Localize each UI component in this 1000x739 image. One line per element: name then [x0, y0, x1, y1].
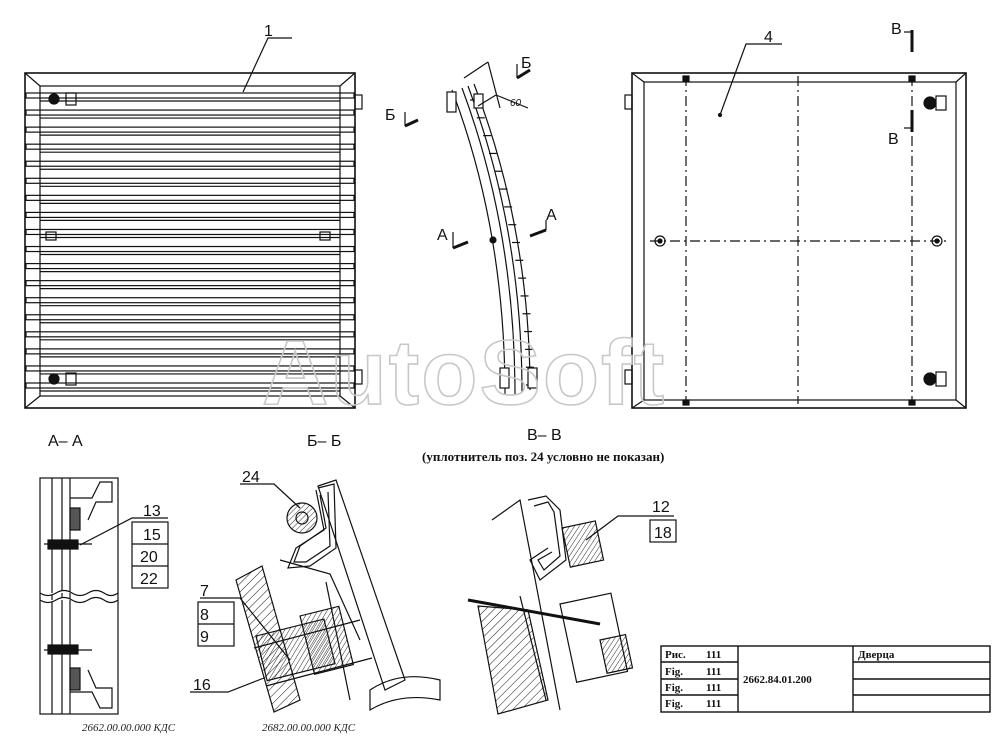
section-title-b-b: Б– Б — [307, 433, 341, 450]
louver-slat — [25, 262, 355, 270]
louver-slat — [25, 314, 355, 321]
seal-note: (уплотнитель поз. 24 условно не показан) — [422, 449, 664, 464]
louver-slat — [25, 365, 355, 372]
section-mark-v-bottom: В — [888, 131, 899, 148]
louver-slat — [25, 382, 355, 389]
callout-7-leader — [200, 597, 291, 661]
callout-7: 7 — [200, 583, 209, 600]
callout-24: 24 — [242, 469, 260, 486]
louver-slat — [25, 160, 355, 167]
louver-slat — [25, 280, 355, 287]
callout-8: 8 — [200, 607, 209, 624]
callout-15: 15 — [143, 527, 161, 544]
louver-door-view — [24, 72, 363, 409]
title-block — [660, 645, 991, 713]
louver-slat — [25, 109, 355, 116]
section-mark-a-left: А — [437, 227, 448, 244]
callout-12: 12 — [652, 499, 670, 516]
section-mark-b-top: Б — [521, 55, 532, 72]
tb-row-1-num: 111 — [706, 649, 721, 661]
louver-slat — [25, 297, 355, 304]
section-a-a-detail — [39, 477, 119, 715]
callout-24-leader — [240, 483, 301, 509]
section-title-a-a: А– А — [48, 433, 83, 450]
louver-slat — [25, 211, 355, 219]
callout-18: 18 — [654, 525, 672, 542]
callout-4: 4 — [764, 29, 773, 46]
callout-16: 16 — [193, 677, 211, 694]
callout-4-leader — [719, 43, 782, 116]
louver-slat — [25, 228, 355, 236]
tb-row-2-num: 111 — [706, 666, 721, 678]
louver-slat — [25, 177, 355, 184]
callout-1: 1 — [264, 23, 273, 40]
callout-12-leader — [585, 515, 674, 541]
callout-7-9-stack — [197, 601, 235, 647]
dimension-60: 60 — [510, 98, 522, 109]
section-title-v-v: В– В — [527, 427, 562, 444]
door-panel-view — [624, 72, 967, 409]
tb-row-3-label: Fig. — [665, 682, 683, 694]
louver-slat — [25, 348, 355, 355]
tb-row-2-label: Fig. — [665, 666, 683, 678]
callout-22: 22 — [140, 571, 158, 588]
tb-row-4-label: Fig. — [665, 698, 683, 710]
callout-13-22-stack — [131, 521, 169, 589]
section-mark-b-left: Б — [385, 107, 396, 124]
louver-slat — [25, 245, 355, 253]
callout-13: 13 — [143, 503, 161, 520]
side-profile-view — [446, 61, 538, 396]
callout-18-box — [649, 519, 677, 543]
louver-slat — [25, 126, 355, 133]
watermark: AutoSoft — [262, 322, 666, 424]
callout-1-leader — [242, 37, 292, 93]
section-v-v-detail — [467, 495, 634, 715]
section-b-b-detail — [235, 479, 441, 713]
tb-row-4-num: 111 — [706, 698, 721, 710]
callout-16-leader — [190, 677, 265, 693]
reference-doc-right: 2682.00.00.000 КДС — [262, 722, 356, 734]
callout-9: 9 — [200, 629, 209, 646]
louver-slat — [25, 194, 355, 201]
section-cut-marks — [404, 30, 914, 250]
callout-13-leader — [79, 517, 168, 546]
callout-20: 20 — [140, 549, 158, 566]
section-mark-a-right: А — [546, 207, 557, 224]
louver-slat — [25, 331, 355, 338]
tb-row-1-label: Рис. — [665, 649, 686, 661]
section-mark-v-top: В — [891, 21, 902, 38]
tb-part-name: Дверца — [858, 649, 895, 661]
reference-doc-left: 2662.00.00.000 КДС — [82, 722, 176, 734]
louver-slat — [25, 92, 355, 99]
tb-drawing-code: 2662.84.01.200 — [743, 674, 812, 686]
louver-slat — [25, 143, 355, 150]
tb-row-3-num: 111 — [706, 682, 721, 694]
